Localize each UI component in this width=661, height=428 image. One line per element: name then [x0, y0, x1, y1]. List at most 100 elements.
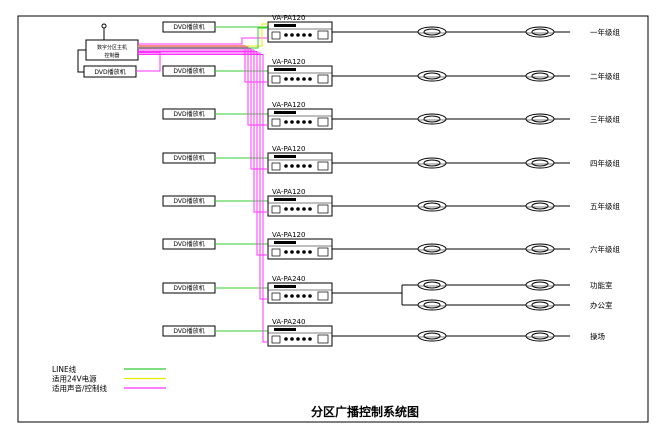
amplifier-knob-icon	[290, 164, 294, 168]
amplifier-brand-strip	[274, 155, 296, 158]
amplifier-brand-strip	[274, 198, 296, 201]
speaker-icon	[525, 113, 555, 125]
amplifier-knob-icon	[284, 164, 288, 168]
amplifier-knob-icon	[302, 120, 306, 124]
amplifier-display-icon	[271, 75, 281, 84]
legend-label: 适用24V电源	[52, 374, 97, 384]
antenna-tip-icon	[101, 23, 107, 29]
dvd-player-label: DVD播放机	[173, 23, 204, 31]
control-cable	[138, 49, 268, 213]
control-cable	[138, 37, 268, 45]
amplifier-knob-icon	[284, 77, 288, 81]
zone-name: 一年级组	[590, 27, 620, 37]
amplifier-knob-icon	[302, 294, 306, 298]
power-cable	[138, 23, 268, 47]
speaker-icon	[525, 157, 555, 169]
amplifier-knob-icon	[296, 294, 300, 298]
zone-name: 四年级组	[590, 158, 620, 168]
controller-connector	[77, 49, 86, 73]
amplifier-display-icon	[271, 292, 281, 301]
amplifier	[267, 21, 333, 43]
amplifier	[267, 282, 333, 304]
controller-dvd-label: DVD播放机	[94, 68, 125, 76]
speaker-icon-inner	[423, 72, 441, 80]
amplifier-knob-icon	[284, 120, 288, 124]
amplifier-brand-strip	[274, 328, 296, 331]
legend-label: LINE线	[52, 364, 77, 374]
amplifier-switch-icon	[317, 30, 329, 40]
zone-name: 办公室	[590, 300, 613, 310]
legend-label: 适用声音/控制线	[52, 383, 108, 393]
amplifier-knob-icon	[308, 164, 312, 168]
speaker-icon	[417, 200, 447, 212]
speaker-icon	[417, 157, 447, 169]
amplifier-switch-icon	[317, 117, 329, 127]
amplifier-knob-icon	[302, 164, 306, 168]
speaker-icon-inner	[531, 332, 549, 340]
speaker-icon	[417, 70, 447, 82]
amplifier-switch-icon	[317, 74, 329, 84]
zone-name: 功能室	[590, 280, 613, 290]
dvd-player-label: DVD播放机	[173, 284, 204, 292]
amplifier-switch-icon	[317, 334, 329, 344]
zone-name: 六年级组	[590, 244, 620, 254]
dvd-player-label: DVD播放机	[173, 197, 204, 205]
amplifier	[267, 152, 333, 174]
amplifier-display-icon	[271, 31, 281, 40]
amplifier-display-icon	[271, 248, 281, 257]
amplifier-knob-icon	[308, 337, 312, 341]
amplifier	[267, 65, 333, 87]
amplifier-knob-icon	[302, 77, 306, 81]
amplifier-knob-icon	[308, 207, 312, 211]
control-bus	[136, 23, 268, 343]
amplifier-knob-icon	[290, 77, 294, 81]
line-cable	[138, 27, 268, 49]
speaker-icon-inner	[423, 159, 441, 167]
zone-row: DVD播放机 VA-PA120 一年级组	[162, 14, 620, 43]
amplifier-brand-strip	[274, 285, 296, 288]
dvd-player-label: DVD播放机	[173, 327, 204, 335]
speaker-icon	[525, 279, 555, 291]
amplifier-knob-icon	[284, 33, 288, 37]
amplifier-switch-icon	[317, 161, 329, 171]
speaker-icon-inner	[423, 301, 441, 309]
speaker-icon-inner	[531, 202, 549, 210]
dvd-player-label: DVD播放机	[173, 67, 204, 75]
amplifier-model-label: VA-PA120	[272, 231, 305, 239]
control-cable	[138, 52, 268, 300]
amplifier-switch-icon	[317, 204, 329, 214]
amplifier-knob-icon	[296, 120, 300, 124]
amplifier-brand-strip	[274, 68, 296, 71]
amplifier-knob-icon	[296, 164, 300, 168]
amplifier-knob-icon	[302, 33, 306, 37]
amplifier-model-label: VA-PA120	[272, 101, 305, 109]
amplifier-knob-icon	[284, 207, 288, 211]
speaker-icon	[525, 70, 555, 82]
speaker-icon-inner	[423, 245, 441, 253]
amplifier-brand-strip	[274, 24, 296, 27]
amplifier-model-label: VA-PA120	[272, 14, 305, 22]
amplifier-knob-icon	[284, 337, 288, 341]
amplifier	[267, 325, 333, 347]
amplifier-knob-icon	[290, 33, 294, 37]
amplifier-knob-icon	[308, 33, 312, 37]
drawing-frame	[17, 15, 649, 423]
speaker-icon	[417, 26, 447, 38]
speaker-icon	[417, 243, 447, 255]
control-cable	[138, 54, 268, 343]
amplifier-brand-strip	[274, 111, 296, 114]
speaker-icon	[525, 330, 555, 342]
amplifier-knob-icon	[290, 294, 294, 298]
amplifier	[267, 195, 333, 217]
speaker-icon	[417, 279, 447, 291]
control-cable	[138, 46, 268, 126]
amplifier-knob-icon	[308, 250, 312, 254]
zones-group: DVD播放机VA-PA120一年级组DVD播放机VA-PA120二年级组DVD播…	[136, 14, 620, 347]
amplifier-switch-icon	[317, 291, 329, 301]
amplifier-knob-icon	[302, 337, 306, 341]
